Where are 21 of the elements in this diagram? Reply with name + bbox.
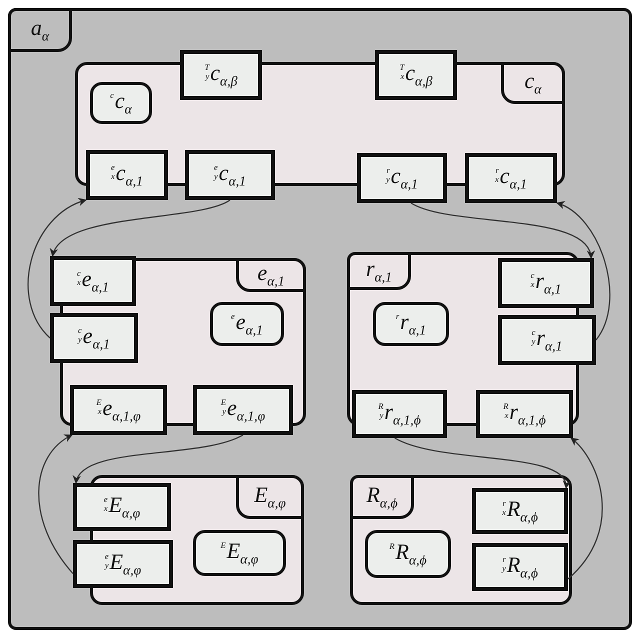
- tab-label: E$_{α,φ}$: [236, 475, 304, 519]
- rounded-box: $^{e}$e$_{α,1}$: [210, 302, 284, 346]
- arrow: [74, 434, 244, 484]
- arrow: [28, 198, 87, 338]
- arrow: [394, 437, 569, 489]
- arrow: [38, 434, 74, 574]
- arrow: [556, 202, 610, 340]
- tab-label: r$_{α,1}$: [347, 252, 411, 290]
- arrow: [410, 202, 593, 259]
- rounded-box: $^{c}$c$_{α}$: [90, 82, 152, 124]
- tab-label: a$_{α}$: [8, 8, 72, 52]
- arrow: [568, 437, 603, 580]
- rounded-box: $^{E}$E$_{α,φ}$: [193, 530, 286, 576]
- outer-frame: [8, 8, 632, 630]
- tab-label: c$_{α}$: [501, 62, 565, 104]
- rounded-box: $^{R}$R$_{α,ϕ}$: [365, 530, 451, 578]
- tab-label: R$_{α,ϕ}$: [350, 475, 414, 519]
- tab-label: e$_{α,1}$: [236, 258, 306, 292]
- rounded-box: $^{r}$r$_{α,1}$: [373, 302, 449, 346]
- arrow: [52, 199, 230, 257]
- container-box: [350, 475, 572, 605]
